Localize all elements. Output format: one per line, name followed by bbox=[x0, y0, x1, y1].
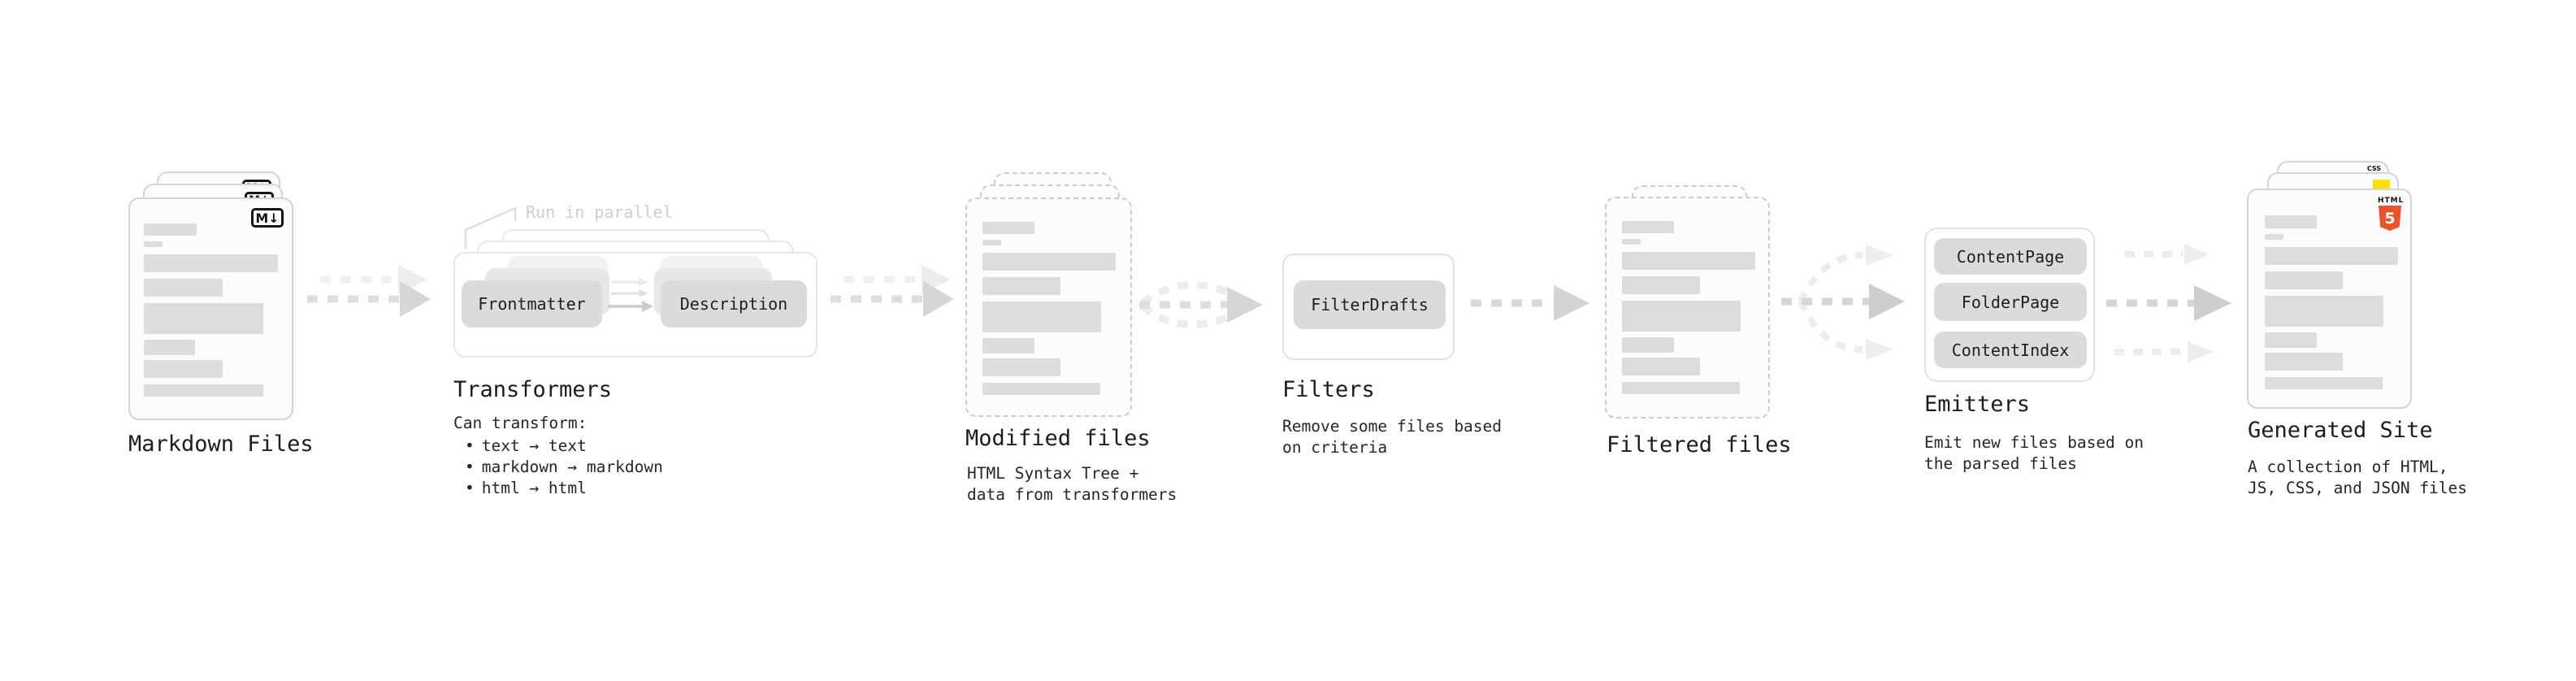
transformers-caption: Can transform: bbox=[453, 414, 588, 432]
frontmatter-chip: Frontmatter bbox=[462, 280, 602, 327]
stage-title-filtered-files: Filtered files bbox=[1607, 432, 1792, 458]
filters-subtitle-2: on criteria bbox=[1282, 438, 1388, 457]
bullet-text: markdown → markdown bbox=[481, 458, 663, 476]
text-placeholder-bar bbox=[2265, 377, 2383, 389]
text-placeholder-bar bbox=[1622, 252, 1755, 270]
markdown-file-card-front: M↓ bbox=[128, 197, 293, 420]
arrow-filters-to-filtered bbox=[1471, 285, 1589, 321]
emitters-subtitle-2: the parsed files bbox=[1924, 454, 2077, 473]
text-placeholder-bar bbox=[1622, 239, 1641, 245]
transformers-bullet-1: • text → text bbox=[465, 436, 587, 455]
run-in-parallel-note: Run in parallel bbox=[526, 202, 673, 222]
text-placeholder-bar bbox=[982, 358, 1060, 376]
stage-title-modified-files: Modified files bbox=[965, 426, 1151, 451]
text-placeholder-bar bbox=[1622, 221, 1674, 233]
text-placeholder-bar bbox=[144, 254, 278, 272]
text-placeholder-bar bbox=[144, 360, 223, 378]
text-placeholder-bar bbox=[2265, 353, 2343, 371]
text-placeholder-bar bbox=[144, 241, 163, 247]
description-chip: Description bbox=[661, 280, 807, 327]
bullet-text: text → text bbox=[481, 436, 587, 455]
text-placeholder-bar bbox=[2265, 296, 2383, 327]
text-placeholder-bar bbox=[1622, 276, 1700, 294]
stage-title-filters: Filters bbox=[1282, 377, 1375, 402]
arrow-emitters-to-site bbox=[2106, 244, 2231, 362]
stage-title-transformers: Transformers bbox=[453, 377, 613, 402]
transformers-bullet-3: • html → html bbox=[465, 479, 587, 497]
html5-wordmark: HTML bbox=[2378, 197, 2405, 205]
text-placeholder-bar bbox=[2265, 215, 2317, 228]
text-placeholder-bar bbox=[982, 383, 1100, 395]
bullet-icon: • bbox=[465, 436, 475, 455]
markdown-icon: M↓ bbox=[251, 208, 284, 228]
contentpage-chip: ContentPage bbox=[1934, 238, 2087, 275]
site-file-card-html: HTML 5 bbox=[2247, 189, 2412, 409]
text-placeholder-bar bbox=[2265, 234, 2283, 240]
text-placeholder-bar bbox=[982, 338, 1034, 354]
arrow-transformers-to-modified bbox=[830, 265, 954, 317]
bullet-icon: • bbox=[465, 458, 475, 476]
arrow-filtered-to-emitters bbox=[1781, 245, 1905, 360]
parallel-step-arrows bbox=[608, 278, 653, 312]
text-placeholder-bar bbox=[1622, 358, 1700, 375]
text-placeholder-bar bbox=[982, 253, 1116, 271]
generated-site-subtitle-2: JS, CSS, and JSON files bbox=[2248, 479, 2468, 497]
emitters-subtitle-1: Emit new files based on bbox=[1924, 433, 2144, 452]
text-placeholder-bar bbox=[144, 384, 263, 397]
text-placeholder-bar bbox=[144, 279, 223, 297]
css-label: CSS bbox=[2366, 165, 2381, 172]
bullet-icon: • bbox=[465, 479, 475, 497]
text-placeholder-bar bbox=[1622, 337, 1674, 353]
arrow-modified-to-filters bbox=[1139, 281, 1263, 328]
modified-file-card-front bbox=[965, 197, 1132, 417]
filterdrafts-chip: FilterDrafts bbox=[1294, 280, 1446, 329]
html5-shield: 5 bbox=[2379, 206, 2401, 231]
text-placeholder-bar bbox=[1622, 301, 1741, 332]
modified-files-subtitle-2: data from transformers bbox=[967, 485, 1177, 504]
text-placeholder-bar bbox=[2265, 332, 2317, 348]
filtered-file-card-front bbox=[1605, 197, 1770, 419]
text-placeholder-bar bbox=[144, 303, 263, 334]
stage-title-generated-site: Generated Site bbox=[2248, 418, 2433, 443]
run-in-parallel-leader-line bbox=[464, 206, 517, 249]
generated-site-subtitle-1: A collection of HTML, bbox=[2248, 458, 2448, 476]
text-placeholder-bar bbox=[2265, 271, 2343, 289]
filters-subtitle-1: Remove some files based bbox=[1282, 417, 1503, 436]
contentindex-chip: ContentIndex bbox=[1934, 332, 2087, 368]
folderpage-chip: FolderPage bbox=[1934, 283, 2087, 321]
text-placeholder-bar bbox=[982, 277, 1060, 295]
text-placeholder-bar bbox=[982, 301, 1101, 332]
text-placeholder-bar bbox=[982, 240, 1001, 245]
bullet-text: html → html bbox=[481, 479, 587, 497]
text-placeholder-bar bbox=[144, 340, 195, 355]
text-placeholder-bar bbox=[1622, 382, 1740, 394]
transformers-bullet-2: • markdown → markdown bbox=[465, 458, 663, 476]
js-file-icon bbox=[2373, 180, 2390, 189]
html5-numeral: 5 bbox=[2384, 209, 2396, 228]
text-placeholder-bar bbox=[982, 222, 1034, 234]
stage-title-emitters: Emitters bbox=[1924, 392, 2031, 417]
html5-icon: HTML 5 bbox=[2378, 197, 2405, 231]
arrow-markdown-to-transformers bbox=[307, 265, 431, 317]
stage-title-markdown-files: Markdown Files bbox=[128, 432, 314, 457]
text-placeholder-bar bbox=[144, 223, 197, 236]
text-placeholder-bar bbox=[2265, 247, 2398, 265]
modified-files-subtitle-1: HTML Syntax Tree + bbox=[967, 464, 1139, 483]
